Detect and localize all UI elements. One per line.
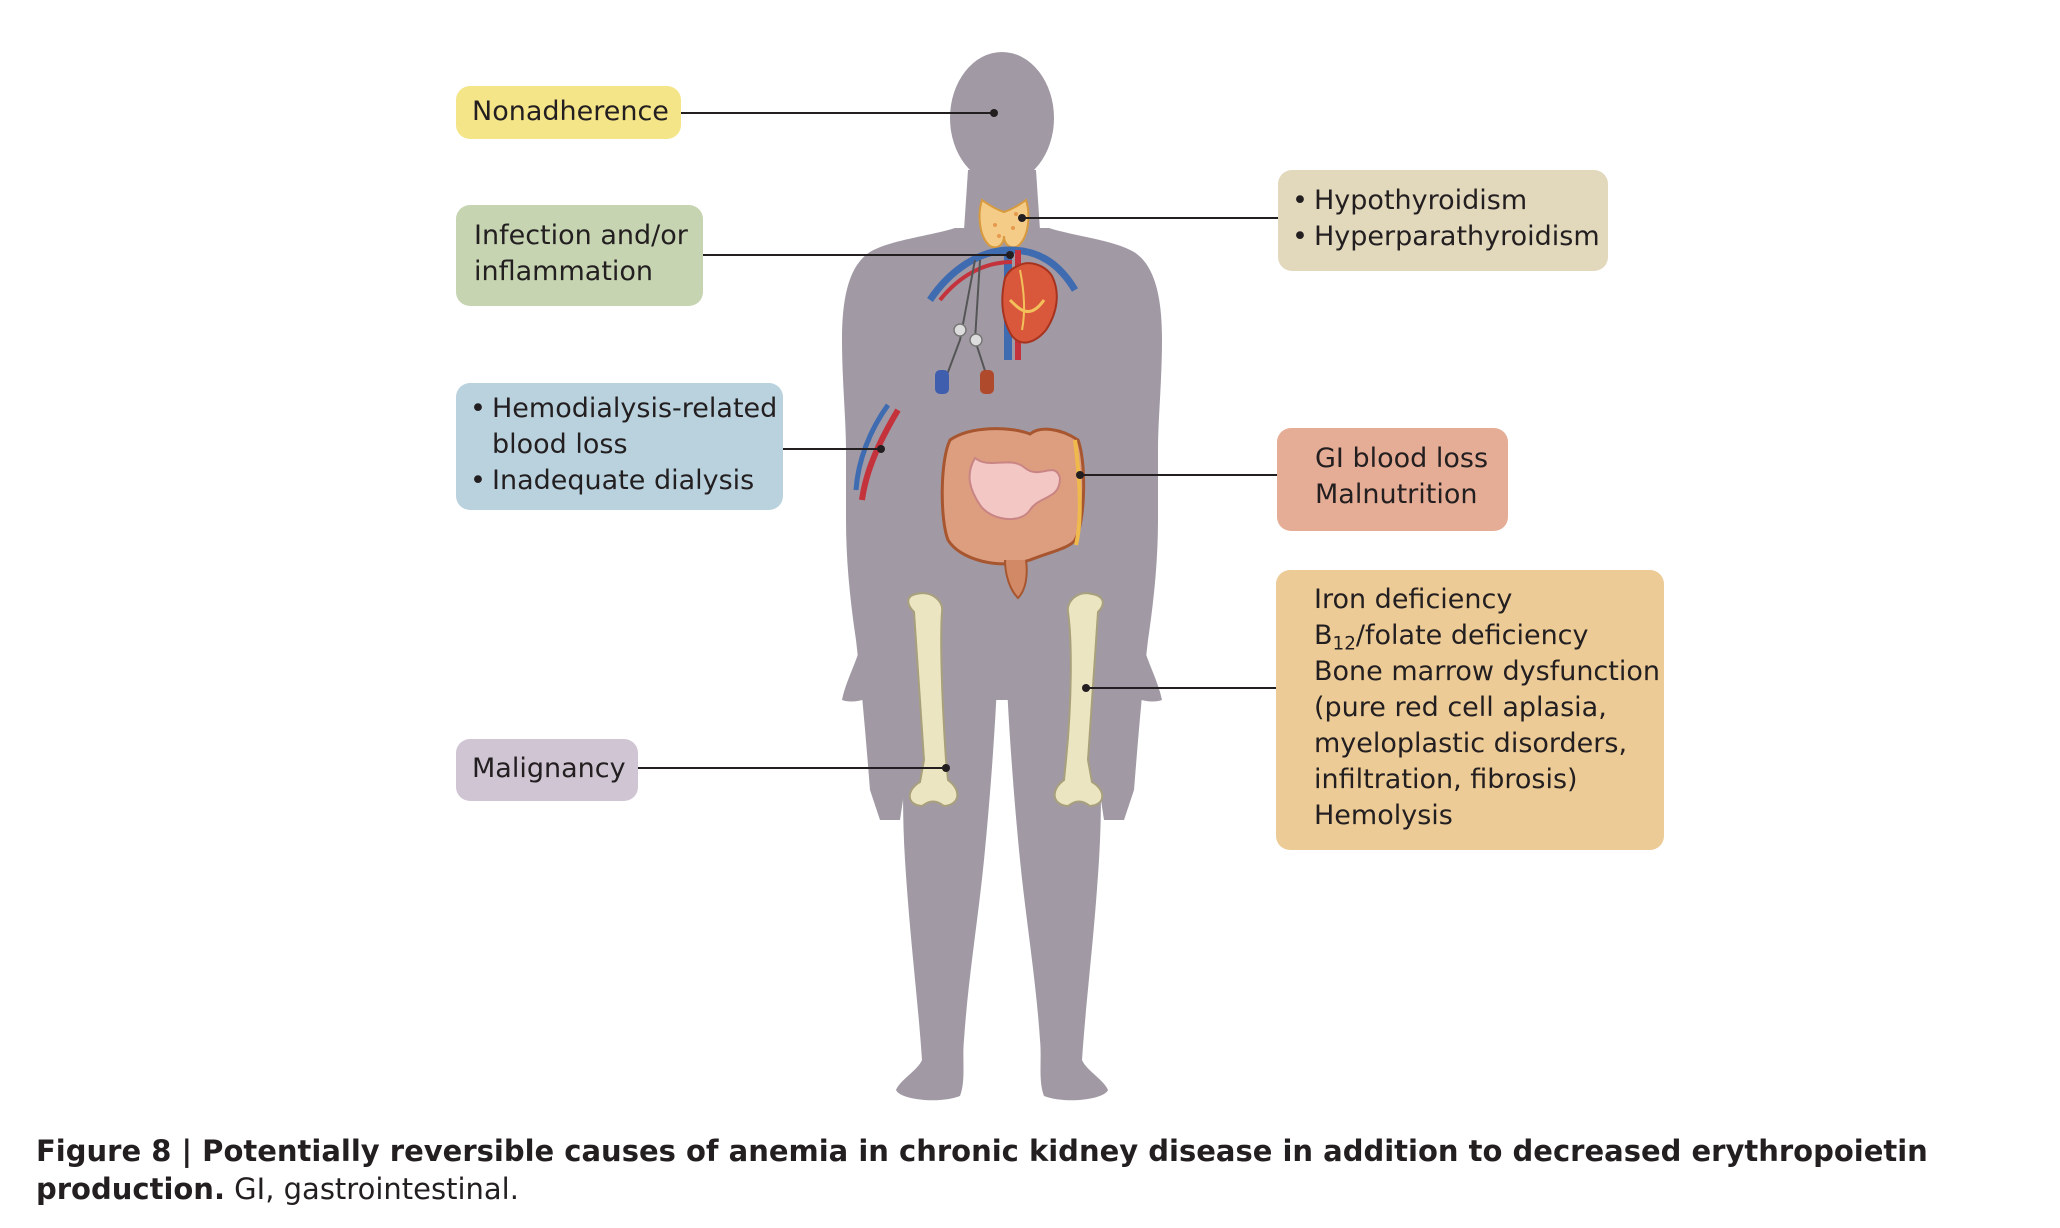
marrow-text-line3: myeloplastic disorders, <box>1314 728 1628 759</box>
hemolysis-text: Hemolysis <box>1314 800 1453 831</box>
hemodialysis-list: Hemodialysis-related blood loss Inadequa… <box>470 391 783 499</box>
b12-suffix: /folate deficiency <box>1355 620 1589 651</box>
marrow-text-line1: Bone marrow dysfunction <box>1314 656 1660 687</box>
caption-abbreviation: GI, gastrointestinal. <box>224 1172 519 1206</box>
femur-bone-icon <box>907 592 1104 808</box>
malignancy-text: Malignancy <box>472 753 626 784</box>
inadequate-dialysis-item: Inadequate dialysis <box>470 463 783 499</box>
human-silhouette <box>842 52 1162 1101</box>
hyperparathyroidism-item: Hyperparathyroidism <box>1292 219 1608 255</box>
label-nonadherence: Nonadherence <box>456 86 681 139</box>
marrow-text-line2: (pure red cell aplasia, <box>1314 692 1607 723</box>
hypothyroidism-item: Hypothyroidism <box>1292 183 1608 219</box>
arm-vascular-access-icon <box>853 403 901 501</box>
thyroid-gland-icon <box>978 198 1030 249</box>
label-gi: GI blood loss Malnutrition <box>1277 428 1508 531</box>
malnutrition-text: Malnutrition <box>1315 479 1478 510</box>
infection-text-line2: inflammation <box>474 256 654 287</box>
nonadherence-text: Nonadherence <box>472 96 669 127</box>
dialysis-catheter-icon <box>935 259 994 394</box>
iron-deficiency-text: Iron deficiency <box>1314 584 1513 615</box>
infection-text-line1: Infection and/or <box>474 220 688 251</box>
label-thyroid-disorders: Hypothyroidism Hyperparathyroidism <box>1278 170 1608 271</box>
figure-caption: Figure 8 | Potentially reversible causes… <box>36 1132 2026 1208</box>
gi-blood-loss-text: GI blood loss <box>1315 443 1489 474</box>
thyroid-list: Hypothyroidism Hyperparathyroidism <box>1292 183 1608 255</box>
label-iron-marrow: Iron deficiency B12/folate deficiency Bo… <box>1276 570 1664 850</box>
hemodialysis-blood-loss-item: Hemodialysis-related blood loss <box>470 391 783 463</box>
intestines-icon <box>940 427 1086 600</box>
b12-subscript: 12 <box>1332 633 1356 655</box>
hemodialysis-line1: Hemodialysis-related <box>492 393 778 424</box>
b12-folate-text: B12/folate deficiency <box>1314 618 1664 654</box>
marrow-text-line4: infiltration, fibrosis) <box>1314 764 1578 795</box>
label-infection-inflammation: Infection and/or inflammation <box>456 205 703 306</box>
connector-dots <box>877 109 1090 772</box>
connector-lines <box>638 112 1278 769</box>
caption-title: Figure 8 | Potentially reversible causes… <box>36 1134 1928 1206</box>
hemodialysis-line2: blood loss <box>492 429 628 460</box>
label-hemodialysis: Hemodialysis-related blood loss Inadequa… <box>456 383 783 510</box>
heart-icon <box>1001 262 1058 344</box>
b12-prefix: B <box>1314 620 1333 651</box>
label-malignancy: Malignancy <box>456 739 638 801</box>
